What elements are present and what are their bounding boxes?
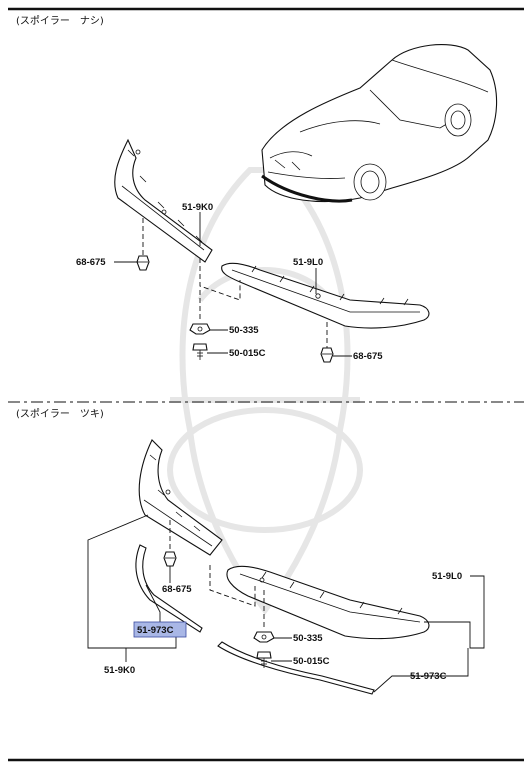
spoiler-right-bottom [217, 641, 375, 695]
callout-top-50-335: 50-335 [229, 325, 259, 336]
leader-bottom-9k0-bracket [87, 514, 177, 649]
leader-bottom-9l0-bracket [424, 575, 485, 649]
callout-bottom-51-973c-right: 51-973C [410, 671, 447, 682]
nut-icon-top [189, 323, 211, 335]
callout-bottom-51-9l0: 51-9L0 [432, 571, 462, 582]
callout-top-50-015c: 50-015C [229, 348, 266, 359]
callout-top-51-9l0: 51-9L0 [293, 257, 323, 268]
spoiler-left-bottom [135, 544, 203, 633]
bolt-icon-bottom [256, 651, 272, 668]
callout-top-68-675-left: 68-675 [76, 257, 106, 268]
clip-icon-top-right [320, 347, 334, 363]
callout-bottom-51-973c-left[interactable]: 51-973C [137, 625, 174, 636]
bumper-left-top [114, 138, 213, 263]
bolt-icon-top [192, 343, 208, 360]
assembly-guide-bottom-2 [209, 565, 256, 607]
bumper-right-bottom [226, 565, 430, 640]
nut-icon-bottom [253, 631, 275, 643]
callout-bottom-51-973c-highlight-box[interactable] [133, 621, 187, 638]
car-illustration [261, 44, 498, 203]
callout-top-68-675-right: 68-675 [353, 351, 383, 362]
leader-bottom-973c-left [145, 584, 161, 622]
leader-bottom-973c-right [373, 648, 469, 693]
bumper-right-top [221, 262, 430, 329]
section-label-with-spoiler: (スポイラー ツキ) [16, 408, 104, 420]
clip-icon-bottom [163, 551, 177, 567]
clip-icon-top-left [136, 255, 150, 271]
callout-bottom-50-015c: 50-015C [293, 656, 330, 667]
callout-bottom-50-335: 50-335 [293, 633, 323, 644]
callout-bottom-51-9k0: 51-9K0 [104, 665, 135, 676]
callout-top-51-9k0: 51-9K0 [182, 202, 213, 213]
section-label-no-spoiler: (スポイラー ナシ) [16, 15, 104, 27]
watermark-emblem [167, 167, 363, 616]
bumper-left-bottom [138, 439, 223, 556]
assembly-guide-top-2 [199, 258, 241, 301]
callout-bottom-68-675: 68-675 [162, 584, 192, 595]
